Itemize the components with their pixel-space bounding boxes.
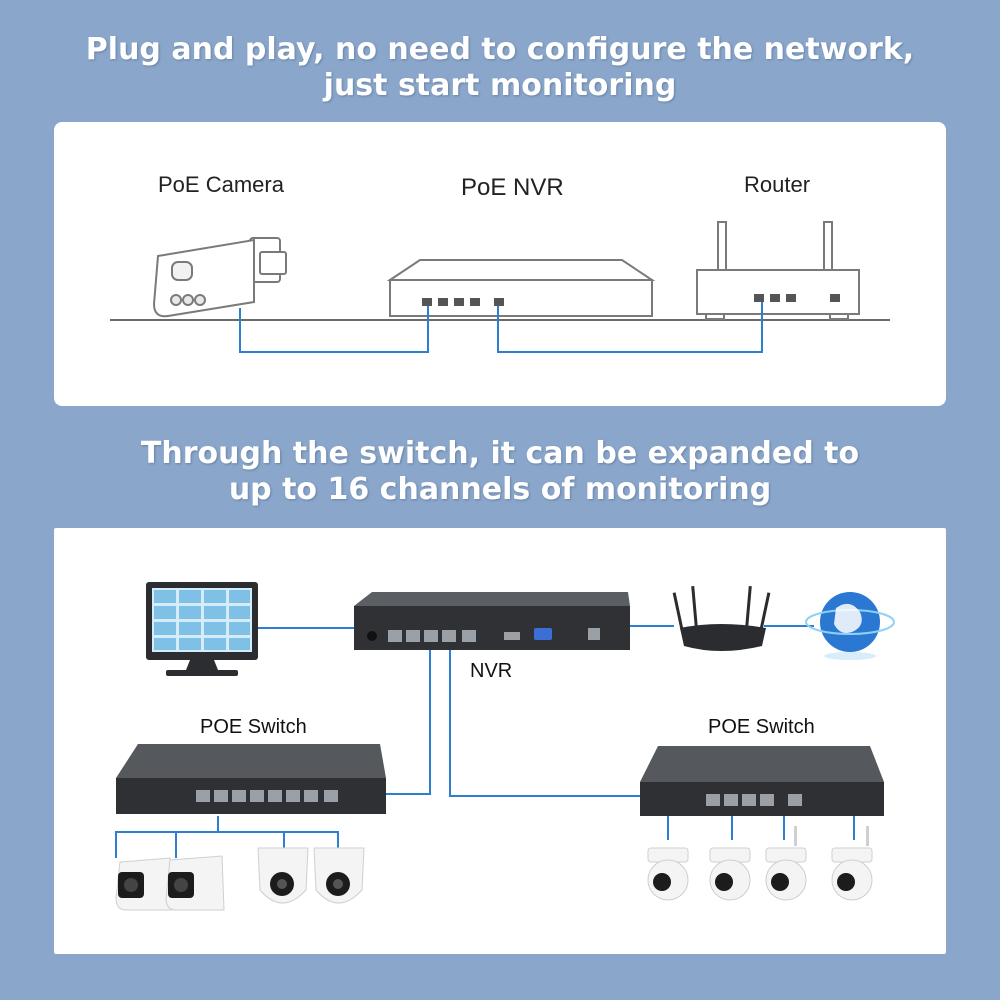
cable-nvr-to-left-switch — [380, 646, 431, 795]
dome-camera-1-icon — [257, 847, 309, 904]
wifi-router-icon — [672, 585, 771, 651]
ptz-camera-3-icon — [765, 826, 807, 901]
label-poe-nvr: PoE NVR — [461, 174, 564, 201]
router-icon — [696, 221, 860, 320]
internet-globe-icon — [805, 592, 895, 660]
cable-nvr-to-router — [497, 302, 763, 353]
label-router: Router — [744, 172, 811, 197]
ptz-camera-1-icon — [647, 847, 689, 901]
label-poe-camera: PoE Camera — [158, 172, 284, 197]
ptz-camera-2-icon — [709, 847, 751, 901]
ptz-camera-4-icon — [831, 826, 873, 901]
bullet-camera-icon — [152, 237, 287, 318]
headline-top-line1: Plug and play, no need to configure the … — [85, 32, 915, 67]
cable-camera-to-nvr — [239, 306, 429, 353]
dome-camera-2-icon — [313, 847, 365, 904]
label-poe-switch-right: POE Switch — [708, 716, 815, 738]
cable-nvr-to-right-switch — [449, 646, 640, 797]
poe-nvr-icon — [386, 259, 656, 317]
basic-topology-drawing — [110, 221, 890, 353]
headline-top-line2: just start monitoring — [323, 68, 677, 103]
bullet-camera-1-icon — [115, 857, 173, 911]
headline-bottom: Through the switch, it can be expanded t… — [0, 436, 1000, 508]
label-nvr: NVR — [470, 660, 513, 682]
headline-bottom-line1: Through the switch, it can be expanded t… — [140, 436, 860, 471]
diagram-panel-basic: PoE Camera PoE NVR Router — [54, 122, 946, 406]
label-poe-switch-left: POE Switch — [200, 716, 307, 738]
headline-bottom-line2: up to 16 channels of monitoring — [228, 472, 772, 507]
headline-top: Plug and play, no need to configure the … — [0, 32, 1000, 104]
nvr-device-icon — [354, 592, 630, 650]
poe-switch-right-icon — [640, 746, 884, 816]
diagram-panel-expanded: NVR POE Switch POE Switch — [54, 528, 946, 954]
cables — [115, 625, 855, 858]
bullet-camera-2-icon — [165, 855, 225, 911]
poe-switch-left-icon — [116, 744, 386, 814]
monitor-icon — [146, 582, 258, 676]
expanded-topology-drawing — [115, 582, 895, 911]
cable-left-switch-cam1 — [115, 816, 219, 858]
